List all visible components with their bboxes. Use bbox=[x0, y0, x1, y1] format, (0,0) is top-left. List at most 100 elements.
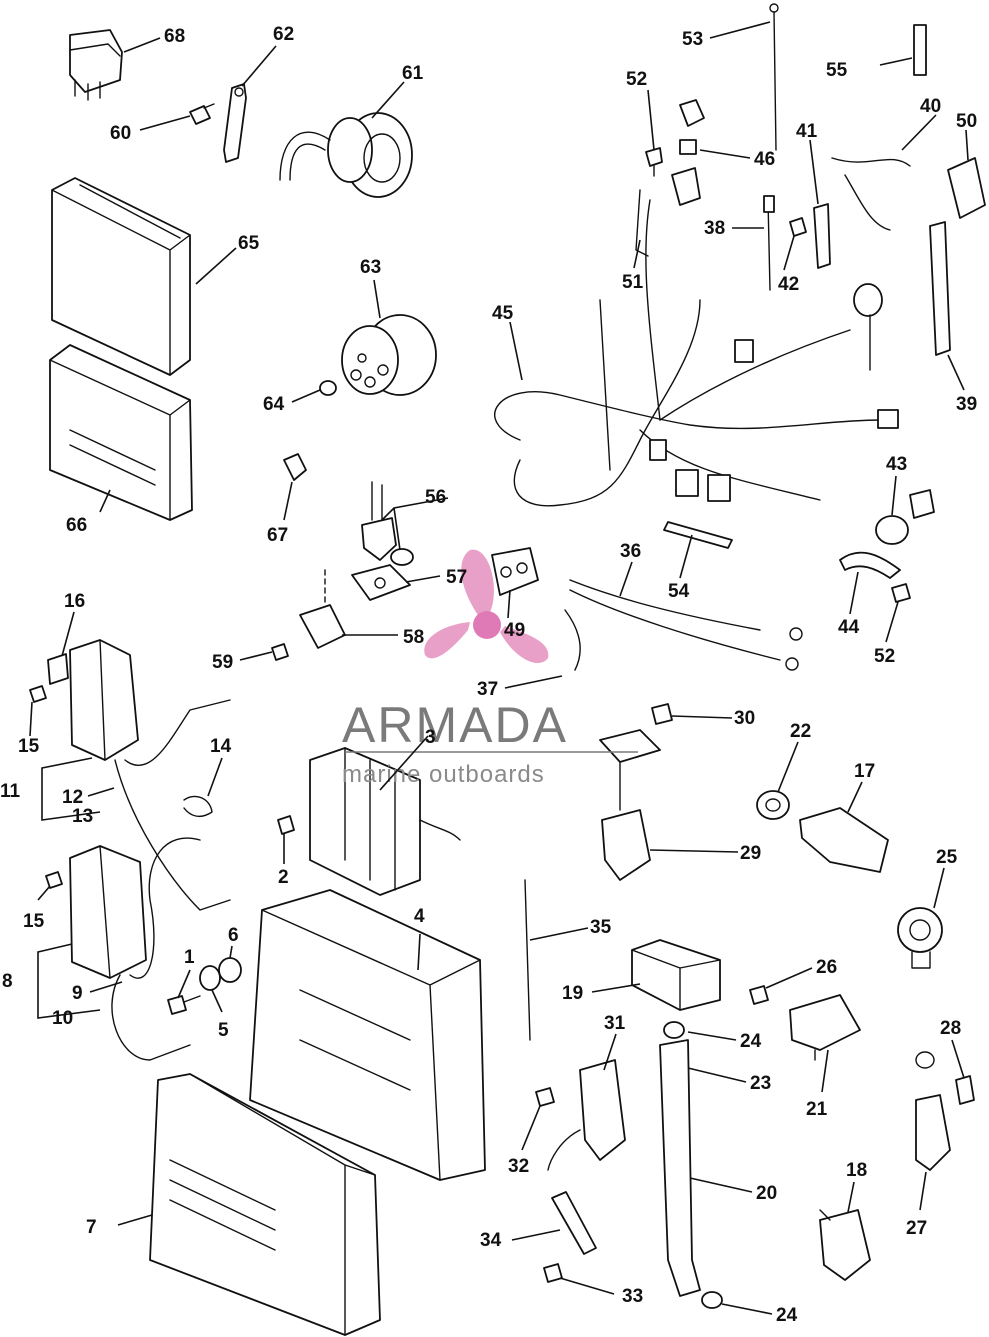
part-67-clip bbox=[283, 453, 307, 481]
callout-30: 30 bbox=[734, 708, 755, 729]
callout-61: 61 bbox=[402, 63, 424, 84]
callout-5: 5 bbox=[218, 1020, 229, 1041]
part-1-bolt bbox=[167, 995, 201, 1015]
callout-56: 56 bbox=[425, 487, 446, 508]
part-38-fuse-holder bbox=[763, 195, 775, 291]
callout-41: 41 bbox=[796, 121, 818, 142]
part-59-screw bbox=[271, 643, 289, 661]
callout-22: 22 bbox=[790, 721, 811, 742]
callout-23: 23 bbox=[750, 1073, 771, 1094]
part-33-screw bbox=[543, 1263, 563, 1283]
part-15b-screw bbox=[45, 871, 63, 889]
part-8-coil bbox=[69, 845, 147, 979]
callout-31: 31 bbox=[604, 1013, 626, 1034]
part-65-module bbox=[51, 177, 191, 376]
part-24b-clamp bbox=[701, 1291, 723, 1309]
callout-64: 64 bbox=[263, 394, 285, 415]
callout-9: 9 bbox=[72, 983, 83, 1004]
callout-19: 19 bbox=[562, 983, 583, 1004]
callout-32: 32 bbox=[508, 1156, 529, 1177]
callout-45: 45 bbox=[492, 303, 514, 324]
part-56-sender bbox=[361, 481, 414, 566]
part-46-cap bbox=[671, 99, 705, 206]
part-66-bracket bbox=[49, 344, 193, 521]
callout-3: 3 bbox=[425, 727, 436, 748]
callout-11: 11 bbox=[0, 781, 21, 802]
callout-33: 33 bbox=[622, 1286, 643, 1307]
callout-27: 27 bbox=[906, 1218, 927, 1239]
part-25-clip bbox=[897, 907, 943, 969]
callout-34: 34 bbox=[480, 1230, 502, 1251]
part-30-screw bbox=[651, 703, 673, 725]
part-26-screw bbox=[749, 985, 769, 1005]
callout-24a: 24 bbox=[740, 1031, 762, 1052]
part-32-screw bbox=[535, 1087, 555, 1107]
callout-7: 7 bbox=[86, 1217, 97, 1238]
callout-20: 20 bbox=[756, 1183, 777, 1204]
part-53-tie bbox=[769, 3, 779, 151]
callout-24b: 24 bbox=[776, 1305, 798, 1326]
part-62-strap bbox=[223, 83, 247, 163]
part-34-strap bbox=[551, 1191, 597, 1255]
callout-68: 68 bbox=[164, 26, 185, 47]
callout-51: 51 bbox=[622, 272, 644, 293]
callout-21: 21 bbox=[806, 1099, 828, 1120]
part-20-hose bbox=[659, 1039, 701, 1297]
callout-65: 65 bbox=[238, 233, 260, 254]
callout-67: 67 bbox=[267, 525, 288, 546]
part-17-sensor bbox=[799, 807, 889, 873]
part-19-map-sensor bbox=[631, 939, 721, 1011]
part-42-screw bbox=[789, 217, 807, 237]
callout-66: 66 bbox=[66, 515, 87, 536]
callout-35: 35 bbox=[590, 917, 612, 938]
part-45-harness bbox=[494, 199, 899, 507]
part-64-grommet bbox=[319, 380, 337, 396]
part-27-cap bbox=[915, 1051, 951, 1171]
propeller-logo bbox=[424, 549, 549, 663]
part-14-clip bbox=[183, 795, 213, 818]
callout-53: 53 bbox=[682, 29, 703, 50]
part-29-sensor bbox=[599, 729, 661, 881]
part-37-wire bbox=[564, 609, 581, 671]
callout-14: 14 bbox=[210, 736, 232, 757]
callout-25: 25 bbox=[936, 847, 958, 868]
part-leads bbox=[111, 699, 231, 1061]
callout-44: 44 bbox=[838, 617, 860, 638]
part-16-coil bbox=[47, 639, 139, 761]
callout-57: 57 bbox=[446, 567, 467, 588]
callout-1: 1 bbox=[184, 947, 195, 968]
part-31-bracket bbox=[547, 1059, 626, 1171]
callout-8: 8 bbox=[2, 971, 13, 992]
callout-39: 39 bbox=[956, 394, 977, 415]
watermark-tagline: marine outboards bbox=[342, 761, 545, 788]
callout-40: 40 bbox=[920, 96, 941, 117]
callout-15b: 15 bbox=[23, 911, 45, 932]
callout-labels: 68 62 61 60 65 63 64 66 67 56 57 58 59 5… bbox=[0, 24, 977, 1326]
watermark-brand: ARMADA bbox=[342, 697, 568, 753]
part-57-plate bbox=[351, 564, 411, 601]
callout-52a: 52 bbox=[626, 69, 647, 90]
callout-26: 26 bbox=[816, 957, 837, 978]
part-44-clip bbox=[839, 551, 901, 579]
part-63-switch bbox=[341, 314, 437, 396]
leader-lines bbox=[29, 21, 969, 1315]
part-52a-screw bbox=[645, 147, 663, 177]
propeller-blade bbox=[500, 626, 549, 663]
part-7-cover bbox=[149, 1073, 381, 1336]
callout-50: 50 bbox=[956, 111, 977, 132]
part-35-tie bbox=[524, 879, 531, 1041]
callout-58: 58 bbox=[403, 627, 424, 648]
parts-artwork bbox=[29, 3, 986, 1336]
callout-6: 6 bbox=[228, 925, 239, 946]
part-58-bracket bbox=[299, 569, 346, 649]
part-55-fuse bbox=[913, 24, 927, 76]
part-21-switch bbox=[789, 994, 861, 1061]
callout-13: 13 bbox=[72, 806, 93, 827]
callout-4: 4 bbox=[414, 906, 425, 927]
part-54-sleeve bbox=[663, 521, 733, 549]
propeller-blade bbox=[424, 622, 470, 659]
part-3-unit bbox=[309, 747, 461, 896]
part-5-washer bbox=[199, 965, 221, 991]
part-22-washer bbox=[756, 790, 790, 820]
